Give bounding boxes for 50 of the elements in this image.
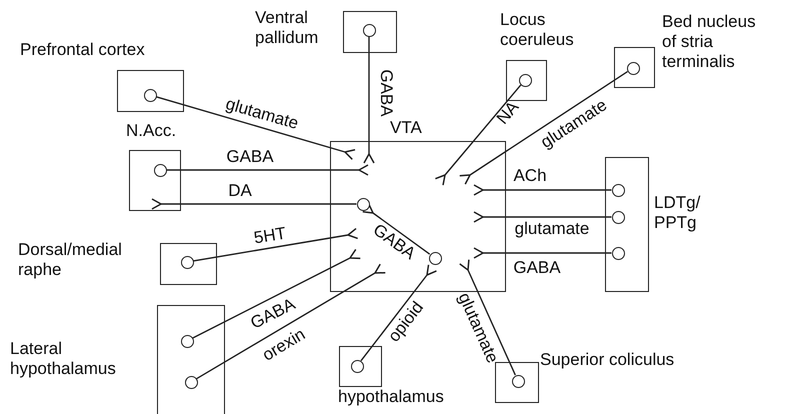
neuron-circle xyxy=(184,376,198,388)
axon-line xyxy=(156,96,356,160)
edge-label: GABA xyxy=(513,259,561,277)
neuron-circle xyxy=(612,210,624,224)
edge-label: DA xyxy=(228,182,252,200)
axon-line xyxy=(360,264,438,362)
region-label: hypothalamus xyxy=(338,387,445,407)
neuron-circle xyxy=(612,246,624,260)
neuron-circle xyxy=(518,74,532,86)
region-label: Prefrontal cortex xyxy=(20,40,146,60)
region-label: Locus coeruleus xyxy=(500,10,575,50)
edge-label: GABA xyxy=(226,148,274,166)
edge-label: GABA xyxy=(248,295,298,333)
axon-line xyxy=(151,198,356,210)
neuron-circle xyxy=(626,62,640,74)
neuron-circle xyxy=(612,184,624,196)
region-label: Lateral hypothalamus xyxy=(10,339,117,379)
axon-line xyxy=(458,70,628,185)
axon-line xyxy=(166,164,369,176)
axon-line xyxy=(473,211,612,223)
neuron-circle xyxy=(154,164,166,176)
axon-line xyxy=(196,263,386,380)
axon-line xyxy=(434,84,522,186)
edge-label: glutamate xyxy=(514,220,590,238)
axon-line xyxy=(459,259,516,376)
neuron-circle xyxy=(180,334,194,348)
region-label: VTA xyxy=(390,118,423,138)
neuron-circle xyxy=(356,198,370,210)
edge-label: NA xyxy=(494,98,522,128)
neuron-circle xyxy=(428,252,442,264)
region-label: LDTg/ PPTg xyxy=(654,193,702,233)
neuron-circle xyxy=(512,374,524,388)
edge-label: ACh xyxy=(513,167,547,185)
region-label: Ventral pallidum xyxy=(255,8,320,48)
region-label: Bed nucleus of stria terminalis xyxy=(662,12,757,72)
neuron-circle xyxy=(350,360,364,372)
edge-label: GABA xyxy=(377,69,395,117)
axon-line xyxy=(193,228,358,262)
axon-line xyxy=(473,247,612,259)
neuron-circle xyxy=(362,24,376,36)
axon-line xyxy=(362,202,430,255)
neuron-circle xyxy=(144,88,156,102)
axon-line xyxy=(363,36,375,164)
region-label: N.Acc. xyxy=(126,121,178,141)
region-label: Dorsal/medial raphe xyxy=(18,240,123,280)
neuron-circle xyxy=(180,256,194,268)
axon-line xyxy=(192,248,362,339)
region-label: Superior coliculus xyxy=(540,350,676,370)
edge-label: 5HT xyxy=(252,224,288,248)
axon-line xyxy=(473,184,612,196)
